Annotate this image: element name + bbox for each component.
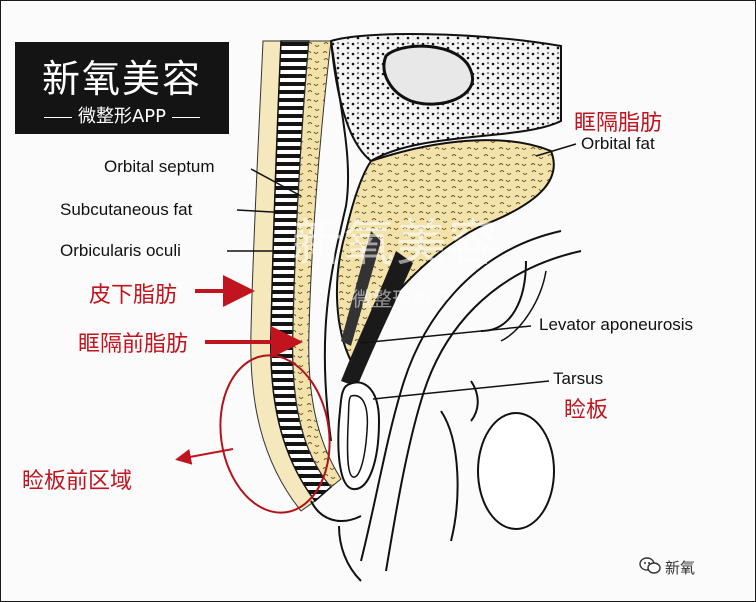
wechat-icon bbox=[639, 557, 661, 574]
source-credit: 新氧 bbox=[665, 559, 696, 577]
watermark-main: 新氧美容 bbox=[292, 214, 500, 272]
label-cn-pretarsal-region: 睑板前区域 bbox=[22, 469, 133, 494]
brand-logo: 新氧美容 微整形APP bbox=[15, 42, 229, 134]
logo-main-text: 新氧美容 bbox=[41, 57, 202, 101]
label-orbital-septum: Orbital septum bbox=[104, 157, 215, 176]
label-cn-orbital-fat: 眶隔脂肪 bbox=[574, 111, 663, 136]
label-levator-aponeurosis: Levator aponeurosis bbox=[539, 315, 694, 334]
logo-sub-label: 微整形APP bbox=[77, 106, 167, 127]
label-subcutaneous-fat: Subcutaneous fat bbox=[60, 200, 193, 219]
logo-sub-text: 微整形APP bbox=[15, 102, 229, 128]
label-orbital-fat: Orbital fat bbox=[581, 134, 655, 153]
label-tarsus: Tarsus bbox=[553, 369, 604, 388]
label-cn-tarsus: 睑板 bbox=[564, 398, 609, 423]
label-cn-subcutaneous-fat: 皮下脂肪 bbox=[89, 283, 178, 308]
label-cn-preseptal-fat: 眶隔前脂肪 bbox=[78, 332, 189, 357]
watermark-sub: 微整形APP bbox=[352, 287, 450, 311]
label-orbicularis-oculi: Orbicularis oculi bbox=[60, 241, 181, 260]
